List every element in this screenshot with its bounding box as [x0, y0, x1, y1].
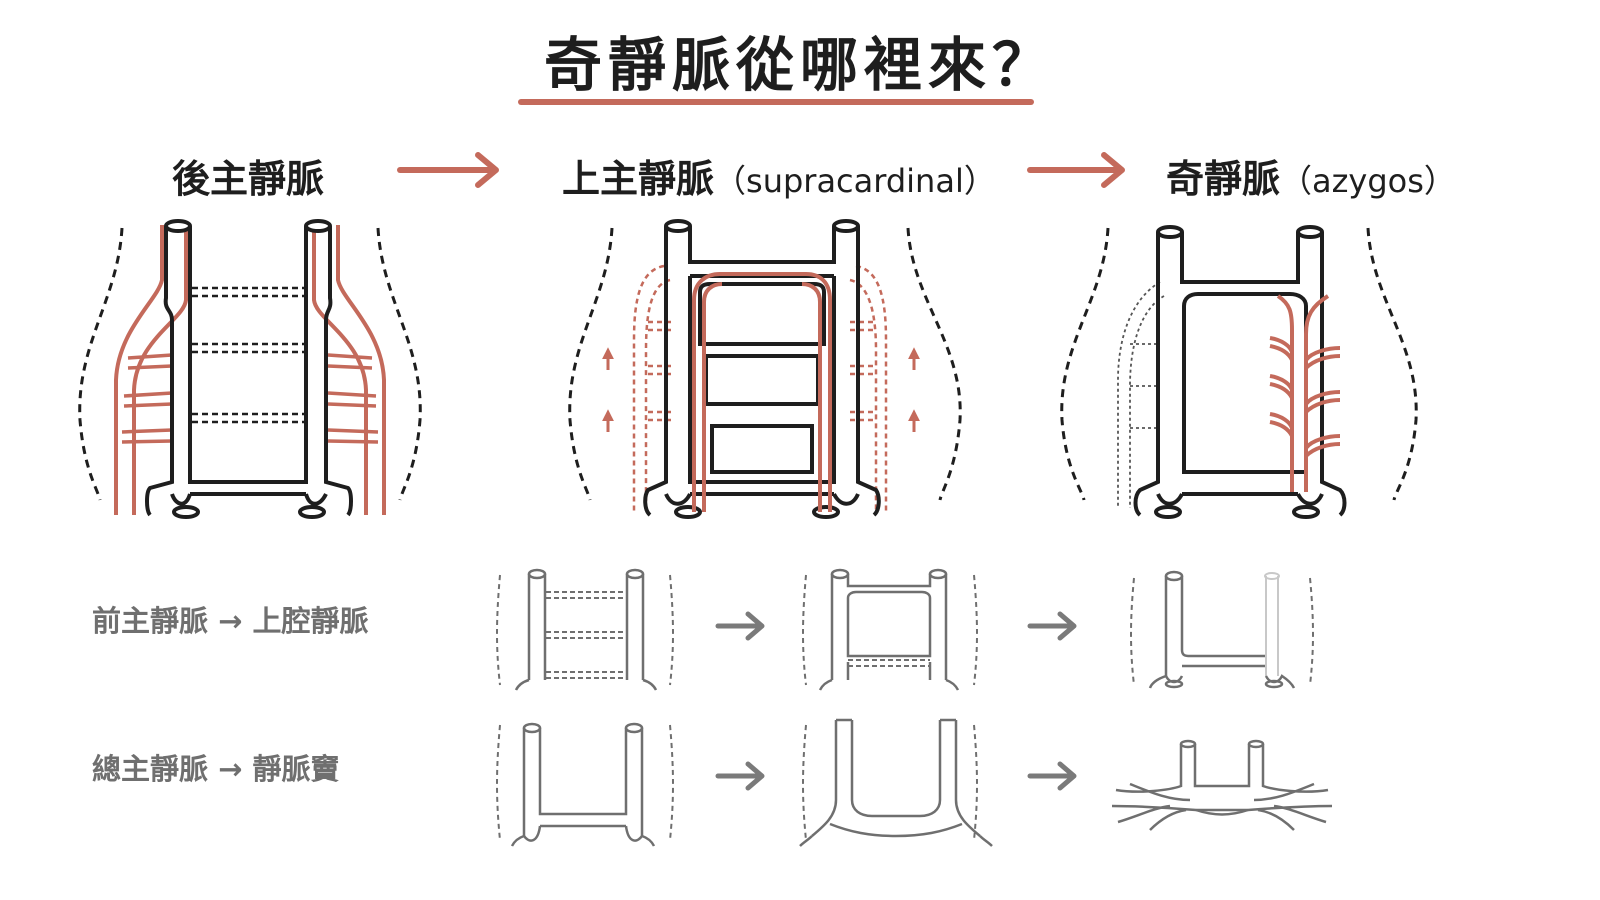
- row-label-to: 上腔靜脈: [252, 604, 369, 638]
- diagram-posterior-cardinal: [78, 219, 422, 519]
- stage-label-supracardinal: 上主靜脈（supracardinal）: [562, 148, 996, 203]
- row-label-common-cardinal: 總主靜脈 → 靜脈竇: [92, 746, 340, 788]
- row1-stage1: [496, 568, 674, 691]
- diagram-supracardinal: [568, 219, 962, 519]
- row-label-to: 靜脈竇: [252, 752, 340, 786]
- stage-label-azygos: 奇靜脈（azygos）: [1166, 148, 1456, 203]
- diagram-azygos: [1060, 225, 1418, 519]
- row1-stage2: [802, 568, 978, 691]
- stage-label-posterior-cardinal: 後主靜脈: [172, 148, 324, 203]
- title-underline: [518, 99, 1034, 105]
- right-arrow-icon: [1027, 611, 1077, 641]
- right-arrow-icon: [715, 761, 765, 791]
- stage-label-text: 上主靜脈: [562, 157, 715, 201]
- row-label-arrow: →: [218, 752, 243, 786]
- right-arrow-icon: [715, 611, 765, 641]
- right-arrow-icon: [1027, 152, 1125, 188]
- row-label-anterior-cardinal: 前主靜脈 → 上腔靜脈: [92, 598, 369, 640]
- row-label-arrow: →: [218, 604, 243, 638]
- right-arrow-icon: [1027, 761, 1077, 791]
- row1-stage3: [1130, 570, 1314, 689]
- row2-stage1: [496, 722, 674, 847]
- row-label-from: 前主靜脈: [92, 604, 209, 638]
- page-title: 奇靜脈從哪裡來？: [543, 31, 1056, 99]
- stage-label-text: 奇靜脈: [1166, 157, 1281, 201]
- stage-label-latin: （azygos）: [1280, 162, 1456, 200]
- stage-label-latin: （supracardinal）: [714, 162, 996, 200]
- up-arrow-icon: [602, 347, 920, 432]
- stage-label-text: 後主靜脈: [172, 157, 325, 201]
- row-label-from: 總主靜脈: [92, 752, 209, 786]
- row2-stage2: [799, 718, 993, 847]
- row2-stage3: [1111, 739, 1333, 831]
- right-arrow-icon: [397, 152, 499, 188]
